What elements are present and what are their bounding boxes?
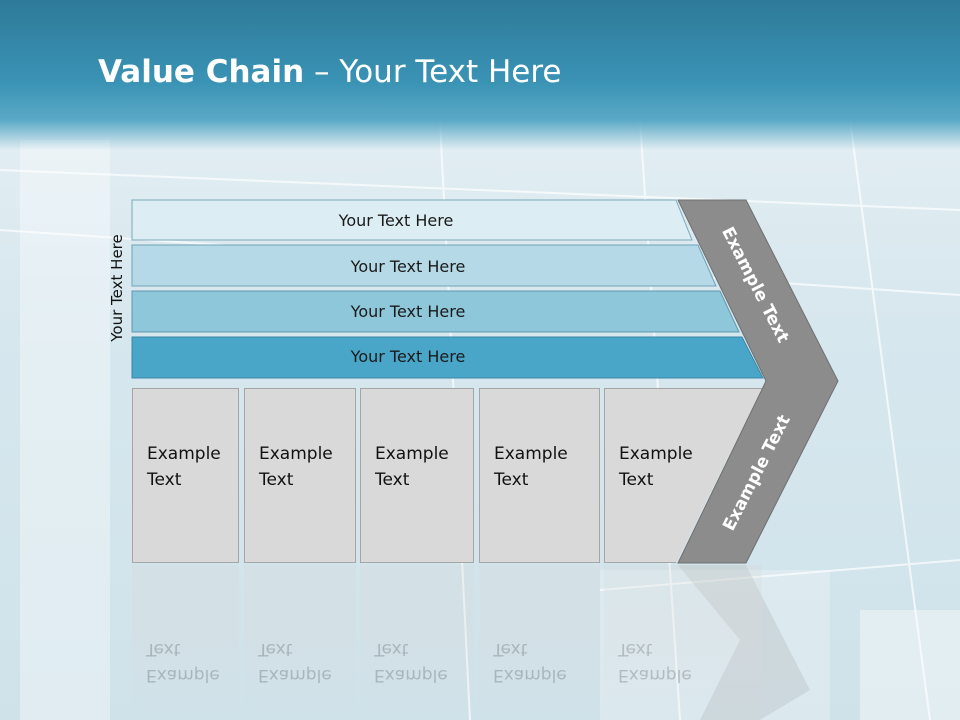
reflection-1-line2: Text: [146, 639, 181, 659]
primary-box-1-line2: Text: [147, 470, 182, 490]
support-bar-3: Your Text Here: [132, 291, 716, 331]
support-bar-3-shape: [131, 290, 740, 333]
support-bar-3-label: Your Text Here: [350, 301, 466, 321]
reflection-2-line2: Text: [258, 639, 293, 659]
support-bar-2: Your Text Here: [132, 246, 716, 286]
support-bar-1-label: Your Text Here: [338, 210, 454, 230]
reflection-5-line2: Text: [618, 639, 653, 659]
reflection-4-line2: Text: [493, 639, 528, 659]
reflection-3-line2: Text: [374, 639, 409, 659]
primary-box-4: Example Text: [479, 388, 600, 563]
margin-chevron-reflection: [678, 565, 810, 720]
primary-box-2-reflection: Example Text: [244, 565, 356, 720]
header-band: [0, 0, 960, 150]
support-bar-2-label: Your Text Here: [350, 256, 466, 276]
reflection-5-line1: Example: [618, 665, 692, 685]
primary-box-1: Example Text: [132, 388, 239, 563]
support-bar-4-label: Your Text Here: [350, 346, 466, 366]
primary-box-3-line1: Example: [375, 444, 449, 464]
page-title: Value Chain – Your Text Here: [98, 54, 561, 90]
primary-box-2: Example Text: [244, 388, 356, 563]
primary-box-2-line2: Text: [259, 470, 294, 490]
margin-chevron: [677, 199, 839, 564]
title-bold: Value Chain: [98, 54, 305, 90]
reflection-1-line1: Example: [146, 665, 220, 685]
reflection-4-line1: Example: [493, 665, 567, 685]
support-bar-4: Your Text Here: [132, 336, 716, 376]
title-rest: – Your Text Here: [304, 54, 562, 90]
primary-box-5-line1: Example: [619, 444, 693, 464]
primary-box-2-line1: Example: [259, 444, 333, 464]
primary-box-5-line2: Text: [619, 470, 654, 490]
primary-box-1-line1: Example: [147, 444, 221, 464]
reflection-2-line1: Example: [258, 665, 332, 685]
primary-box-4-reflection: Example Text: [479, 565, 600, 720]
primary-box-5-reflection: Example Text: [604, 565, 762, 720]
support-bar-1: Your Text Here: [132, 200, 692, 240]
primary-box-1-reflection: Example Text: [132, 565, 239, 720]
support-bar-2-shape: [131, 244, 717, 287]
support-bar-1-shape: [131, 199, 693, 241]
reflection-3-line1: Example: [374, 665, 448, 685]
primary-box-4-line2: Text: [494, 470, 529, 490]
primary-box-3: Example Text: [360, 388, 474, 563]
primary-box-3-line2: Text: [375, 470, 410, 490]
support-bar-4-shape: [131, 336, 764, 379]
primary-box-3-reflection: Example Text: [360, 565, 474, 720]
primary-box-4-line1: Example: [494, 444, 568, 464]
